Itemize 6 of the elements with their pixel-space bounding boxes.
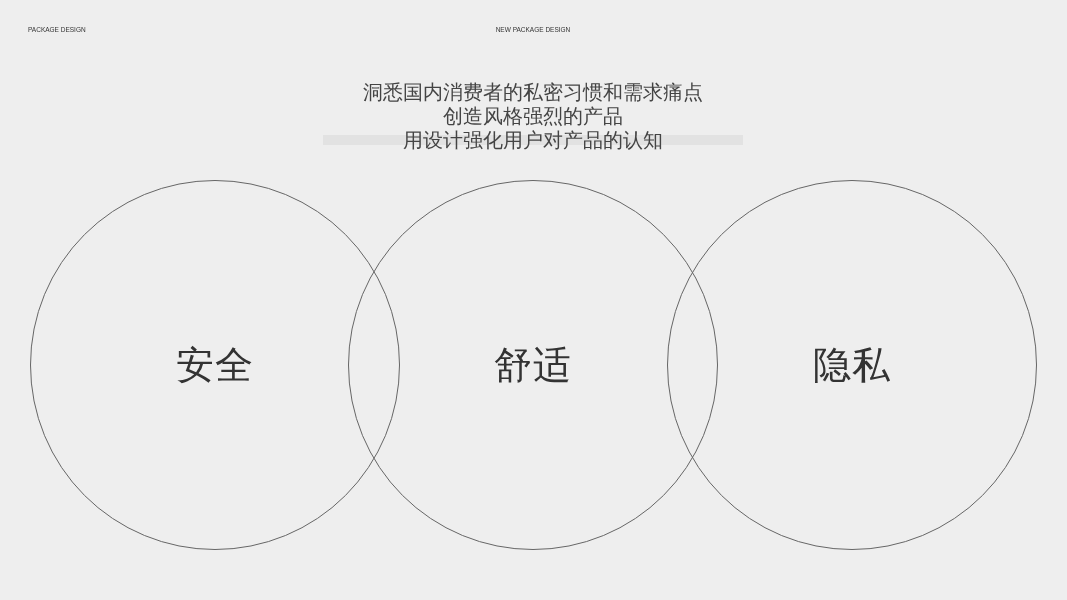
highlighted-headline: 用设计强化用户对产品的认知 — [323, 128, 743, 152]
headline-text: 洞悉国内消费者的私密习惯和需求痛点 — [363, 80, 703, 104]
circle-label: 隐私 — [813, 343, 891, 387]
headline-text: 创造风格强烈的产品 — [443, 104, 623, 128]
circle-label: 安全 — [176, 343, 254, 387]
circle-label: 舒适 — [494, 343, 572, 387]
